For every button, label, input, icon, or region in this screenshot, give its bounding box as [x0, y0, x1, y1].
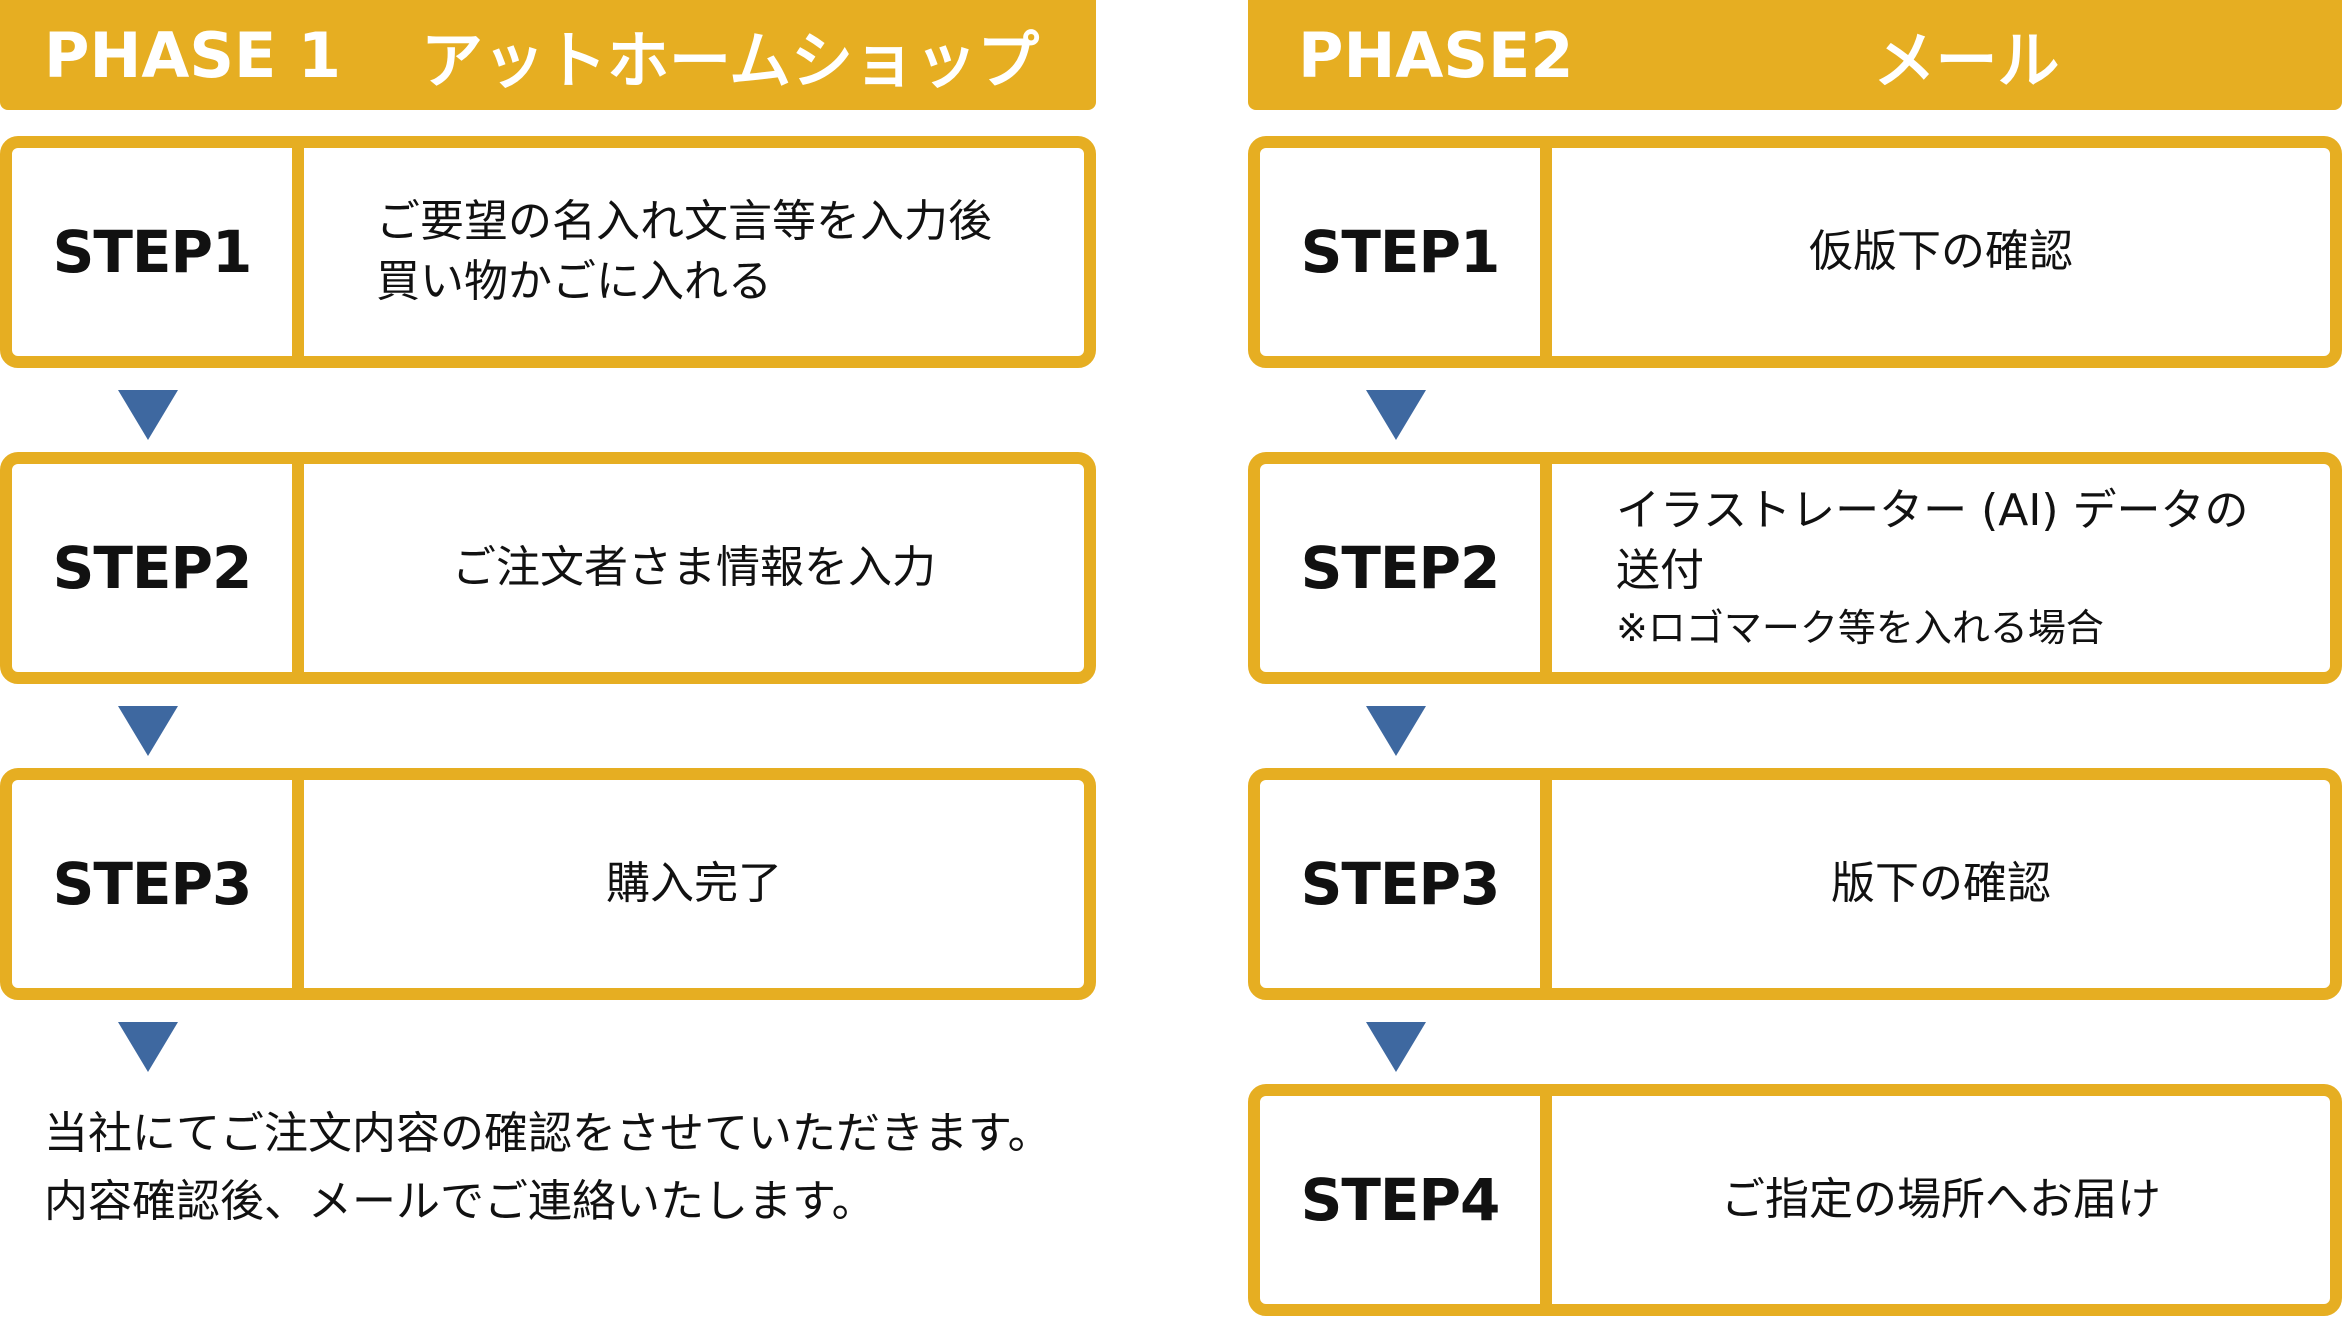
- phase1-name: アットホームショップ: [421, 24, 1040, 97]
- phase2-step3-line1: 版下の確認: [1831, 858, 2051, 909]
- phase2-step3-box: STEP3 版下の確認: [1248, 768, 2342, 1000]
- phase2-step1-box: STEP1 仮版下の確認: [1248, 136, 2342, 368]
- phase1-step2-box: STEP2 ご注文者さま情報を入力: [0, 452, 1096, 684]
- footnote-line1: 当社にてご注文内容の確認をさせていただきます。: [44, 1108, 1052, 1159]
- phase1-step3-box: STEP3 購入完了: [0, 768, 1096, 1000]
- phase1-step1-box: STEP1 ご要望の名入れ文言等を入力後 買い物かごに入れる: [0, 136, 1096, 368]
- phase1-step3-line1: 購入完了: [606, 858, 782, 909]
- phase1-step2-content: ご注文者さま情報を入力: [304, 464, 1084, 672]
- phase1-step2-line1: ご注文者さま情報を入力: [452, 542, 936, 593]
- down-arrow-icon: [1366, 706, 1426, 756]
- footnote-line2: 内容確認後、メールでご連絡いたします。: [44, 1176, 876, 1227]
- phase1-footnote: 当社にてご注文内容の確認をさせていただきます。 内容確認後、メールでご連絡いたし…: [44, 1100, 1052, 1236]
- phase1-header: PHASE 1 アットホームショップ: [0, 0, 1096, 110]
- phase2-step2-label: STEP2: [1260, 464, 1552, 672]
- phase2-header: PHASE2 メール: [1248, 0, 2342, 110]
- phase2-name: メール: [1873, 24, 2060, 97]
- phase2-step4-label: STEP4: [1260, 1096, 1552, 1304]
- phase2-step4-content: ご指定の場所へお届け: [1552, 1096, 2330, 1304]
- phase1-step1-label: STEP1: [12, 148, 304, 356]
- phase1-step1-line1: ご要望の名入れ文言等を入力後: [376, 196, 992, 247]
- phase2-step2-box: STEP2 イラストレーター (AI) データの 送付 ※ロゴマーク等を入れる場…: [1248, 452, 2342, 684]
- phase1-step1-line2: 買い物かごに入れる: [376, 256, 772, 307]
- phase2-step2-content: イラストレーター (AI) データの 送付 ※ロゴマーク等を入れる場合: [1552, 464, 2330, 672]
- phase2-step1-content: 仮版下の確認: [1552, 148, 2330, 356]
- phase2-step3-content: 版下の確認: [1552, 780, 2330, 988]
- phase2-step1-label: STEP1: [1260, 148, 1552, 356]
- phase2-step2-note: ※ロゴマーク等を入れる場合: [1616, 606, 2104, 650]
- phase2-step4-box: STEP4 ご指定の場所へお届け: [1248, 1084, 2342, 1316]
- down-arrow-icon: [1366, 1022, 1426, 1072]
- phase1-step1-content: ご要望の名入れ文言等を入力後 買い物かごに入れる: [304, 148, 1084, 356]
- down-arrow-icon: [1366, 390, 1426, 440]
- down-arrow-icon: [118, 706, 178, 756]
- phase2-step3-label: STEP3: [1260, 780, 1552, 988]
- phase2-step4-line1: ご指定の場所へお届け: [1721, 1174, 2161, 1225]
- phase1-step3-content: 購入完了: [304, 780, 1084, 988]
- phase1-step3-label: STEP3: [12, 780, 304, 988]
- down-arrow-icon: [118, 390, 178, 440]
- down-arrow-icon: [118, 1022, 178, 1072]
- phase1-step2-label: STEP2: [12, 464, 304, 672]
- phase2-step2-line1: イラストレーター (AI) データの: [1616, 485, 2249, 536]
- phase2-step1-line1: 仮版下の確認: [1809, 226, 2073, 277]
- phase2-step2-line2: 送付: [1616, 545, 1704, 596]
- phase1-label: PHASE 1: [44, 18, 342, 92]
- phase2-label: PHASE2: [1298, 18, 1574, 92]
